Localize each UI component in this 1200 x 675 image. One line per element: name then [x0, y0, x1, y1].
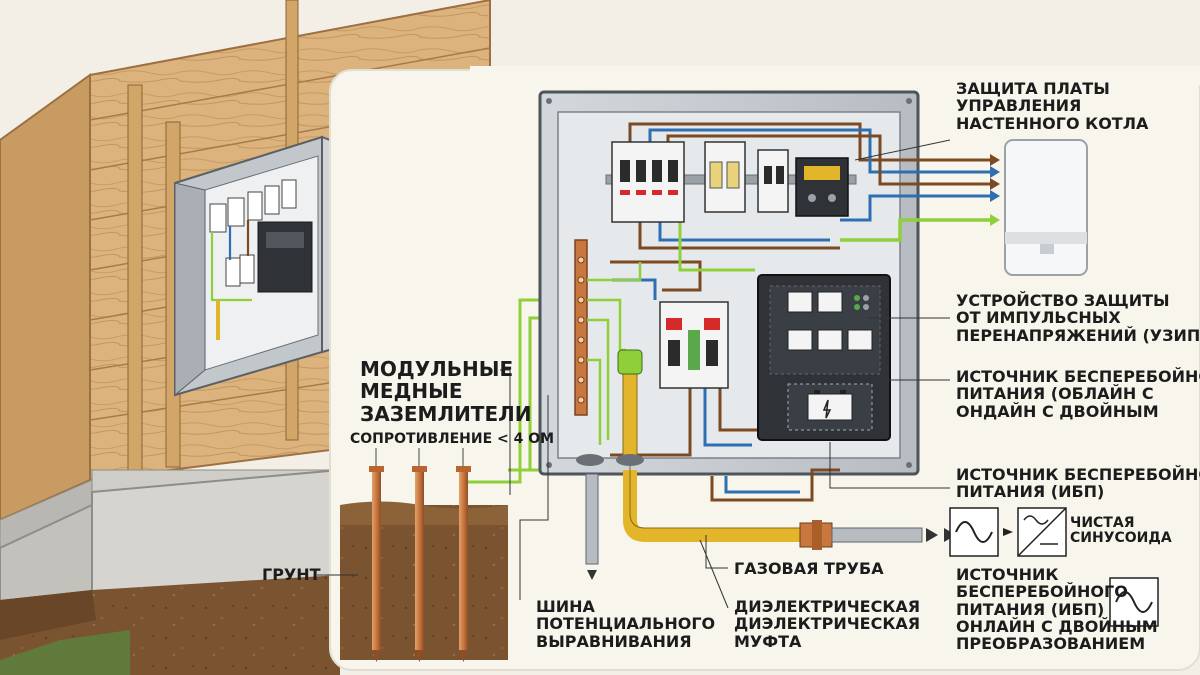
label-ground: ГРУНТ — [262, 565, 321, 584]
label-busbar-line-3: ВЫРАВНИВАНИЯ — [536, 631, 692, 651]
label-resistance-note: СОПРОТИВЛЕНИЕ < 4 ОМ — [350, 431, 555, 447]
label-boiler-protection-line-3: НАСТЕННОГО КОТЛА — [956, 113, 1149, 133]
label-boiler-protection-line-1: ЗАЩИТА ПЛАТЫ — [956, 79, 1110, 98]
label-busbar-line-2: ПОТЕНЦИАЛЬНОГО — [536, 614, 716, 634]
label-dielectric-line-2: ДИЭЛЕКТРИЧЕСКАЯ — [734, 614, 921, 634]
boiler-surge-protector — [795, 157, 849, 217]
sine-wave-icon — [949, 507, 1013, 557]
ups-unit — [757, 274, 891, 441]
label-ups-online-line-3: ОНДАЙН С ДВОЙНЫМ — [956, 401, 1159, 421]
label-ups-double-line-4: ОНЛАЙН С ДВОЙНЫМ — [956, 616, 1158, 636]
label-busbar: ШИНА ПОТЕНЦИАЛЬНОГО ВЫРАВНИВАНИЯ — [536, 598, 715, 650]
foundation — [0, 468, 341, 675]
label-modular-rods-line-3: ЗАЗЕМЛИТЕЛИ — [360, 401, 532, 426]
label-spd-line-3: ПЕРЕНАПРЯЖЕНИЙ (УЗИП) — [956, 325, 1200, 345]
grass-strip — [0, 630, 130, 675]
label-ups-double: ИСТОЧНИК БЕСПЕРЕБОЙНОГО ПИТАНИЯ (ИБП) ОН… — [956, 565, 1158, 654]
drain-pipe — [585, 473, 599, 580]
boiler-feed-arrows — [990, 154, 1000, 226]
copper-rods — [369, 448, 471, 662]
cable-glands — [576, 454, 644, 466]
label-ups-line-2: ПИТАНИЯ (ИБП) — [956, 482, 1105, 502]
label-ups: ИСТОЧНИК БЕСПЕРЕБОЙНОГО ПИТАНИЯ (ИБП) — [956, 466, 1200, 501]
label-ups-double-line-1: ИСТОЧНИК — [956, 565, 1059, 584]
circuit-breaker-4p — [611, 141, 685, 223]
spd-breakers — [659, 301, 729, 389]
label-ups-online-line-2: ПИТАНИЯ (ОБЛАЙН С — [956, 384, 1154, 404]
label-boiler-protection-line-2: УПРАВЛЕНИЯ — [956, 96, 1082, 116]
label-ups-online: ИСТОЧНИК БЕСПЕРЕБОЙНОГО ПИТАНИЯ (ОБЛАЙН … — [956, 368, 1200, 420]
label-ups-line-1: ИСТОЧНИК БЕСПЕРЕБОЙНОГО — [956, 465, 1200, 484]
fuse-holders — [704, 141, 746, 213]
potential-equalization-busbar — [574, 239, 642, 445]
label-ups-double-line-2: БЕСПЕРЕБОЙНОГО — [956, 582, 1128, 602]
circuit-breaker-2p — [757, 149, 789, 213]
label-spd-line-1: УСТРОЙСТВО ЗАЩИТЫ — [956, 291, 1170, 310]
online-sine-icon — [1109, 577, 1159, 627]
label-modular-rods: МОДУЛЬНЫЕ МЕДНЫЕ ЗАЗЕМЛИТЕЛИ — [360, 357, 532, 426]
label-ups-online-line-1: ИСТОЧНИК БЕСПЕРЕБОЙНОГО — [956, 367, 1200, 386]
label-dielectric-line-1: ДИЭЛЕКТРИЧЕСКАЯ — [734, 597, 921, 616]
label-busbar-line-1: ШИНА — [536, 597, 595, 616]
label-dielectric-line-3: МУФТА — [734, 631, 802, 651]
inverter-icon — [1017, 507, 1067, 557]
label-pure-sine-line-2: СИНУСОИДА — [1070, 530, 1172, 547]
label-modular-rods-line-1: МОДУЛЬНЫЕ — [360, 357, 514, 381]
label-boiler-protection: ЗАЩИТА ПЛАТЫ УПРАВЛЕНИЯ НАСТЕННОГО КОТЛА — [956, 80, 1148, 132]
label-pure-sine-line-1: ЧИСТАЯ — [1070, 515, 1135, 531]
label-dielectric-coupling: ДИЭЛЕКТРИЧЕСКАЯ ДИЭЛЕКТРИЧЕСКАЯ МУФТА — [734, 598, 920, 650]
label-spd-line-2: ОТ ИМПУЛЬСНЫХ — [956, 308, 1121, 328]
label-pure-sine: ЧИСТАЯ СИНУСОИДА — [1070, 515, 1172, 547]
leader-lines — [317, 139, 951, 609]
label-spd: УСТРОЙСТВО ЗАЩИТЫ ОТ ИМПУЛЬСНЫХ ПЕРЕНАПР… — [956, 292, 1200, 344]
label-ups-double-line-3: ПИТАНИЯ (ИБП) — [956, 599, 1105, 619]
label-gas-pipe: ГАЗОВАЯ ТРУБА — [734, 559, 884, 578]
label-modular-rods-line-2: МЕДНЫЕ — [360, 379, 463, 404]
label-ups-double-line-5: ПРЕОБРАЗОВАНИЕМ — [956, 634, 1146, 654]
wall-boiler — [1004, 139, 1088, 276]
